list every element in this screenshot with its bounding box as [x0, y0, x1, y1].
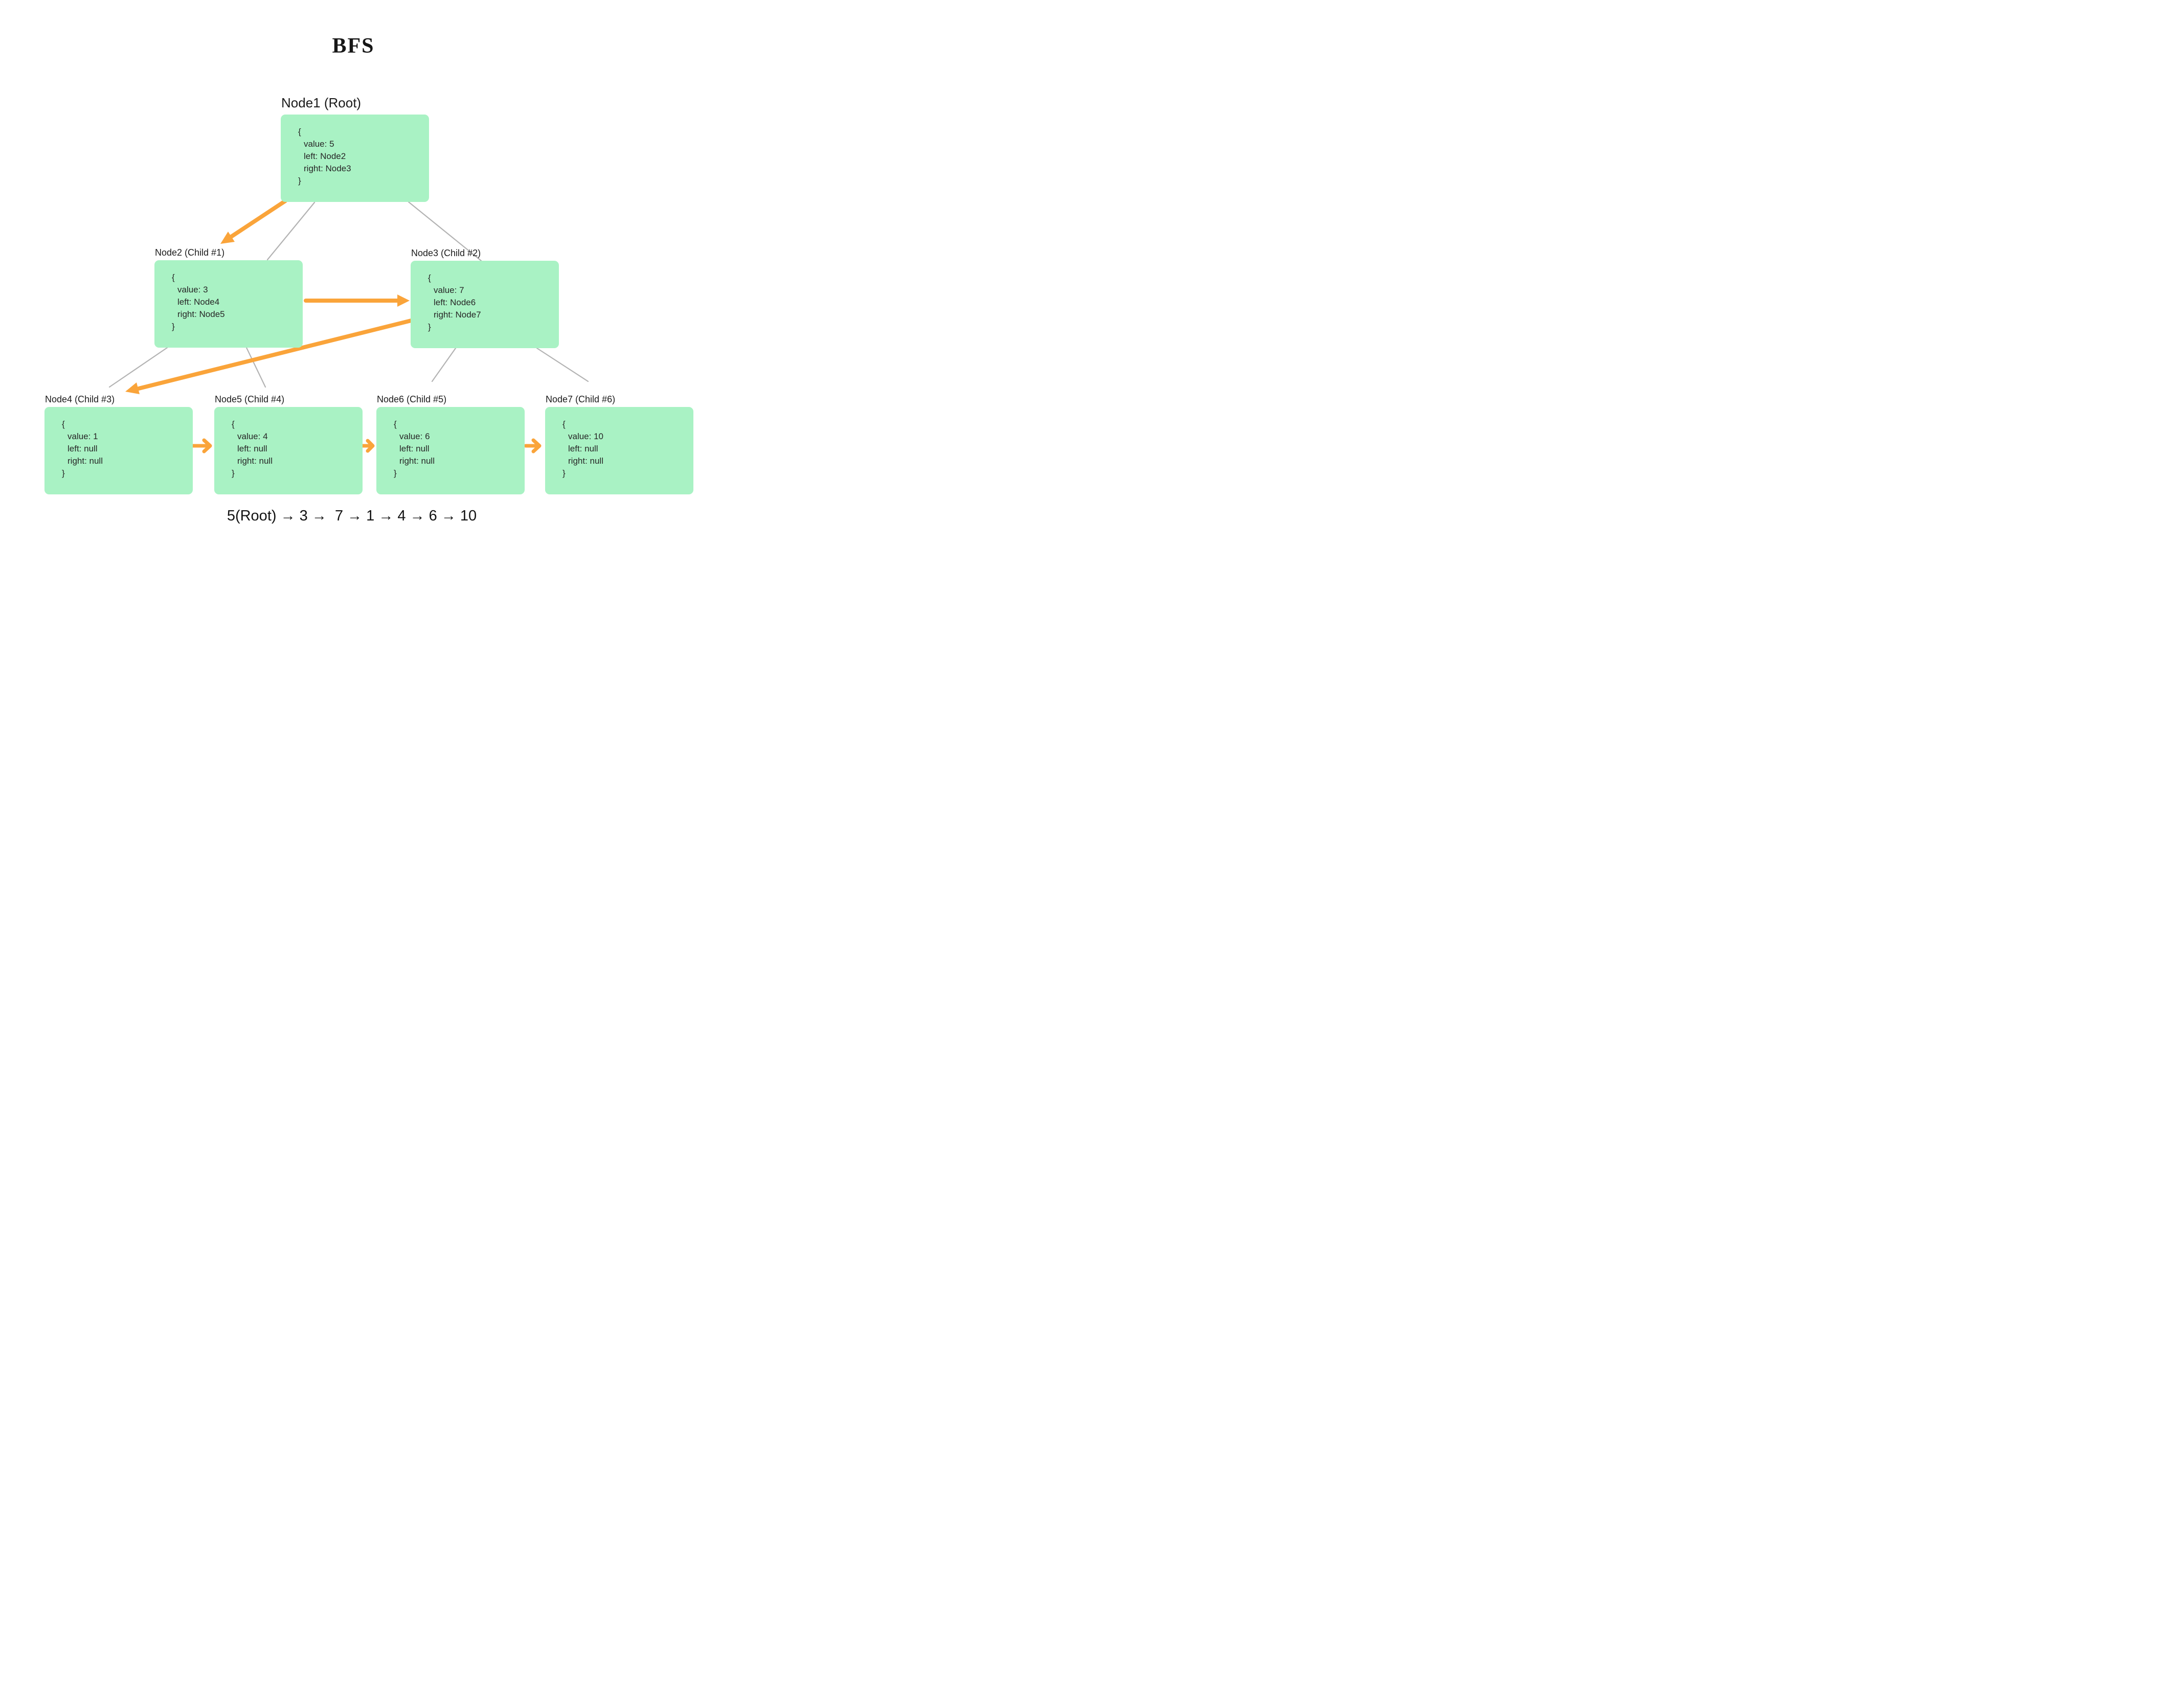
- arrowhead: [397, 294, 410, 307]
- node6-label: Node6 (Child #5): [377, 394, 447, 404]
- node5-left-field: left: null: [237, 444, 267, 453]
- node2-value-field: value: 3: [177, 285, 208, 294]
- bfs-arrow-node4-node5: [191, 438, 212, 453]
- node7-box: { value: 10 left: null right: null }: [545, 407, 693, 494]
- node4-box: { value: 1 left: null right: null }: [44, 407, 193, 494]
- node3-right-field: right: Node7: [434, 310, 481, 320]
- node5-open-brace: {: [232, 419, 235, 429]
- node6-value-field: value: 6: [399, 431, 430, 441]
- bfs-traversal-arrows: [125, 199, 542, 453]
- node2-left-field: left: Node4: [177, 297, 220, 307]
- node-node5: Node5 (Child #4) { value: 4 left: null r…: [214, 394, 363, 494]
- node3-close-brace: }: [428, 322, 431, 332]
- node2-close-brace: }: [172, 322, 175, 331]
- node7-close-brace: }: [562, 468, 566, 478]
- node4-open-brace: {: [62, 419, 65, 429]
- diagram-connectors: [108, 199, 589, 453]
- tree-edge-node2-node4: [108, 347, 168, 388]
- arrow-shaft: [229, 199, 287, 239]
- arrowhead: [366, 439, 375, 453]
- node6-close-brace: }: [394, 468, 397, 478]
- tree-edge-node1-node3: [408, 201, 482, 262]
- node1-open-brace: {: [298, 127, 301, 137]
- node3-value-field: value: 7: [434, 285, 464, 295]
- node-node1: Node1 (Root) { value: 5 left: Node2 righ…: [281, 95, 429, 202]
- node1-left-field: left: Node2: [304, 151, 346, 161]
- node7-label: Node7 (Child #6): [546, 394, 616, 404]
- arrowhead: [531, 438, 542, 453]
- node-node7: Node7 (Child #6) { value: 10 left: null …: [545, 394, 693, 494]
- node1-right-field: right: Node3: [304, 164, 351, 173]
- tree-edge-node3-node6: [431, 347, 457, 382]
- node-node4: Node4 (Child #3) { value: 1 left: null r…: [44, 394, 193, 494]
- node1-close-brace: }: [298, 176, 301, 186]
- node1-box: { value: 5 left: Node2 right: Node3 }: [281, 115, 429, 202]
- node4-left-field: left: null: [67, 444, 98, 453]
- tree-edge-node3-node7: [536, 347, 589, 382]
- bfs-diagram: BFS: [0, 0, 728, 568]
- bfs-arrow-node2-node3: [304, 294, 410, 307]
- node-node3: Node3 (Child #2) { value: 7 left: Node6 …: [411, 248, 559, 348]
- bfs-arrow-node1-node2: [220, 199, 287, 244]
- bfs-arrow-node3-node4: [125, 319, 413, 394]
- node3-box: { value: 7 left: Node6 right: Node7 }: [411, 261, 559, 348]
- node6-left-field: left: null: [399, 444, 430, 453]
- node3-open-brace: {: [428, 273, 431, 283]
- node5-box: { value: 4 left: null right: null }: [214, 407, 363, 494]
- arrow-shaft: [137, 319, 413, 391]
- node2-open-brace: {: [172, 272, 175, 282]
- node3-left-field: left: Node6: [434, 298, 476, 307]
- node2-label: Node2 (Child #1): [155, 247, 225, 258]
- arrowhead: [220, 232, 235, 244]
- tree-edges: [108, 201, 589, 388]
- node2-right-field: right: Node5: [177, 309, 225, 319]
- traversal-sequence: 5(Root) → 3 → 7 → 1 → 4 → 6 → 10: [227, 508, 477, 524]
- node-node2: Node2 (Child #1) { value: 3 left: Node4 …: [154, 247, 303, 348]
- node7-open-brace: {: [562, 419, 566, 429]
- bfs-arrow-node5-node6: [361, 439, 375, 453]
- node4-value-field: value: 1: [67, 431, 98, 441]
- node5-right-field: right: null: [237, 456, 273, 466]
- node7-right-field: right: null: [568, 456, 603, 466]
- node2-box: { value: 3 left: Node4 right: Node5 }: [154, 260, 303, 348]
- diagram-title: BFS: [332, 34, 375, 58]
- node4-close-brace: }: [62, 468, 65, 478]
- node7-left-field: left: null: [568, 444, 598, 453]
- tree-edge-node1-node2: [266, 201, 316, 261]
- node1-label: Node1 (Root): [281, 95, 362, 110]
- bfs-arrow-node6-node7: [524, 438, 542, 453]
- node6-box: { value: 6 left: null right: null }: [376, 407, 525, 494]
- node5-close-brace: }: [232, 468, 235, 478]
- arrowhead: [125, 382, 140, 394]
- node6-right-field: right: null: [399, 456, 435, 466]
- node5-label: Node5 (Child #4): [215, 394, 285, 404]
- node5-value-field: value: 4: [237, 431, 268, 441]
- node1-value-field: value: 5: [304, 139, 334, 149]
- node-node6: Node6 (Child #5) { value: 6 left: null r…: [376, 394, 525, 494]
- arrowhead: [202, 438, 212, 453]
- node4-right-field: right: null: [67, 456, 103, 466]
- node4-label: Node4 (Child #3): [45, 394, 115, 404]
- node3-label: Node3 (Child #2): [411, 248, 481, 258]
- node6-open-brace: {: [394, 419, 397, 429]
- node7-value-field: value: 10: [568, 431, 603, 441]
- tree-edge-node2-node5: [245, 347, 266, 388]
